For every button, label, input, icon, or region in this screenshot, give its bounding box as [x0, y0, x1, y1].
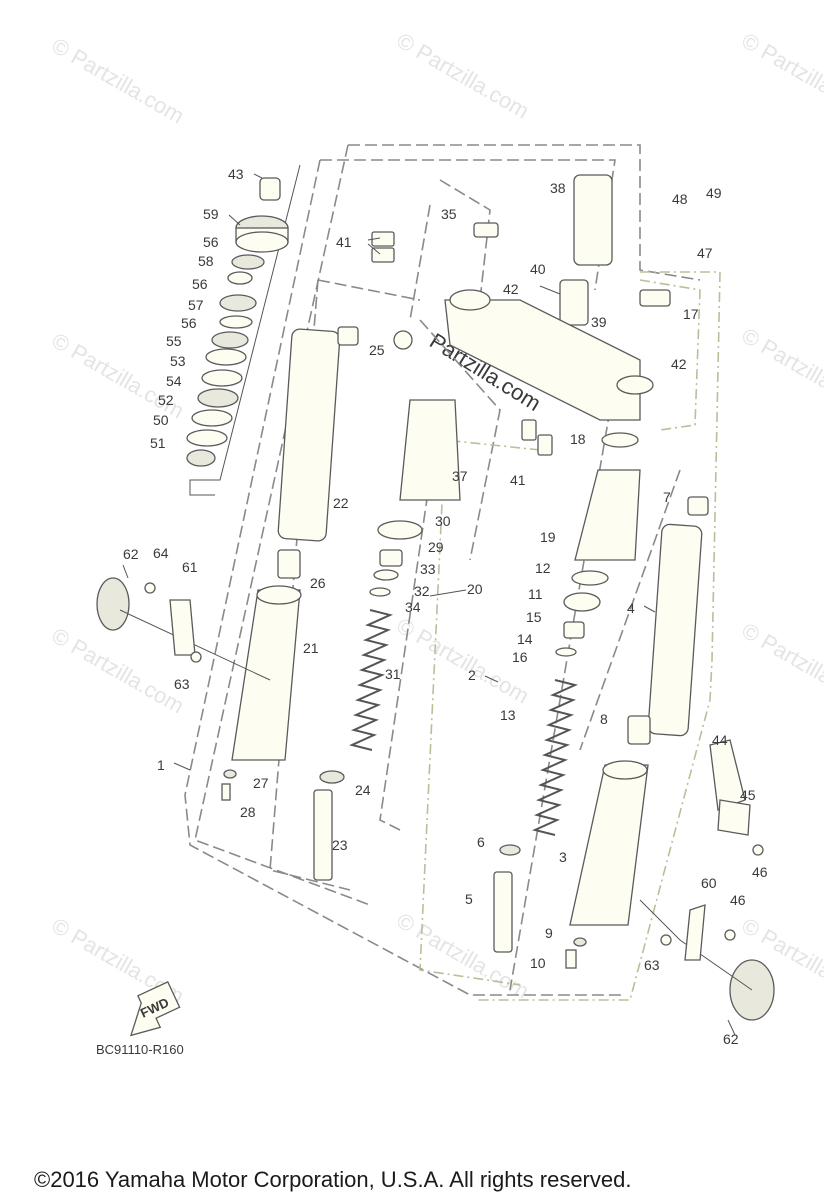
callout-3: 3 [559, 849, 567, 865]
callout-27: 27 [253, 775, 269, 791]
callout-60: 60 [701, 875, 717, 891]
callout-37: 37 [452, 468, 468, 484]
callout-23: 23 [332, 837, 348, 853]
svg-text:© Partzilla.com: © Partzilla.com [48, 623, 189, 719]
callout-19: 19 [540, 529, 556, 545]
callout-63a: 63 [174, 676, 190, 692]
callout-31: 31 [385, 666, 401, 682]
callout-18: 18 [570, 431, 586, 447]
callout-43: 43 [228, 166, 244, 182]
callout-22: 22 [333, 495, 349, 511]
callout-42b: 42 [671, 356, 687, 372]
callout-17: 17 [683, 306, 699, 322]
callout-41b: 41 [510, 472, 526, 488]
leader-lines [122, 173, 736, 1036]
callout-51: 51 [150, 435, 166, 451]
callout-15: 15 [526, 609, 542, 625]
svg-text:© Partzilla.com: © Partzilla.com [738, 618, 824, 714]
callout-40: 40 [530, 261, 546, 277]
reflectors [96, 577, 775, 1021]
callout-4: 4 [627, 600, 635, 616]
callout-62a: 62 [123, 546, 139, 562]
svg-text:© Partzilla.com: © Partzilla.com [48, 33, 189, 129]
callout-53: 53 [170, 353, 186, 369]
callout-6: 6 [477, 834, 485, 850]
left-internals [313, 326, 461, 881]
callout-30: 30 [435, 513, 451, 529]
callout-57: 57 [188, 297, 204, 313]
right-fork [493, 469, 709, 969]
callout-26: 26 [310, 575, 326, 591]
callout-54: 54 [166, 373, 182, 389]
callout-34: 34 [405, 599, 421, 615]
callout-45: 45 [740, 787, 756, 803]
svg-text:© Partzilla.com: © Partzilla.com [738, 323, 824, 419]
callout-21: 21 [303, 640, 319, 656]
callout-39: 39 [591, 314, 607, 330]
watermark-text: Partzilla.com [67, 44, 189, 129]
callout-16: 16 [512, 649, 528, 665]
callout-12: 12 [535, 560, 551, 576]
left-fork [221, 328, 341, 801]
assembly-outlines [184, 144, 721, 1001]
callout-7: 7 [663, 489, 671, 505]
callout-46b: 46 [730, 892, 746, 908]
svg-text:© Partzilla.com: © Partzilla.com [393, 28, 534, 124]
callout-20: 20 [467, 581, 483, 597]
callout-41a: 41 [336, 234, 352, 250]
callout-62b: 62 [723, 1031, 739, 1047]
callout-50: 50 [153, 412, 169, 428]
callout-44: 44 [712, 732, 728, 748]
callout-2: 2 [468, 667, 476, 683]
callout-25: 25 [369, 342, 385, 358]
callout-49: 49 [706, 185, 722, 201]
callout-24: 24 [355, 782, 371, 798]
callout-9: 9 [545, 925, 553, 941]
callout-38: 38 [550, 180, 566, 196]
callout-8: 8 [600, 711, 608, 727]
callout-64: 64 [153, 545, 169, 561]
callout-32: 32 [414, 583, 430, 599]
callout-13: 13 [500, 707, 516, 723]
callout-56a: 56 [203, 234, 219, 250]
callout-55: 55 [166, 333, 182, 349]
callout-42a: 42 [503, 281, 519, 297]
callout-61: 61 [182, 559, 198, 575]
callout-56b: 56 [192, 276, 208, 292]
steering-bearing-stack [186, 164, 301, 496]
steering-stem-brackets [371, 174, 671, 456]
callout-56c: 56 [181, 315, 197, 331]
callout-35: 35 [441, 206, 457, 222]
callout-52: 52 [158, 392, 174, 408]
callout-1: 1 [157, 757, 165, 773]
diagram-code: BC91110-R160 [96, 1042, 184, 1057]
callout-28: 28 [240, 804, 256, 820]
callouts: 1 2 3 4 5 6 7 8 9 10 11 12 13 14 15 16 1… [123, 166, 768, 1047]
copyright-notice: ©2016 Yamaha Motor Corporation, U.S.A. A… [34, 1167, 631, 1192]
callout-29: 29 [428, 539, 444, 555]
callout-14: 14 [517, 631, 533, 647]
callout-59: 59 [203, 206, 219, 222]
callout-10: 10 [530, 955, 546, 971]
callout-46a: 46 [752, 864, 768, 880]
callout-5: 5 [465, 891, 473, 907]
callout-58: 58 [198, 253, 214, 269]
callout-63b: 63 [644, 957, 660, 973]
callout-33: 33 [420, 561, 436, 577]
callout-47: 47 [697, 245, 713, 261]
callout-11: 11 [528, 586, 543, 602]
callout-48: 48 [672, 191, 688, 207]
svg-text:© Partzilla.com: © Partzilla.com [738, 28, 824, 124]
